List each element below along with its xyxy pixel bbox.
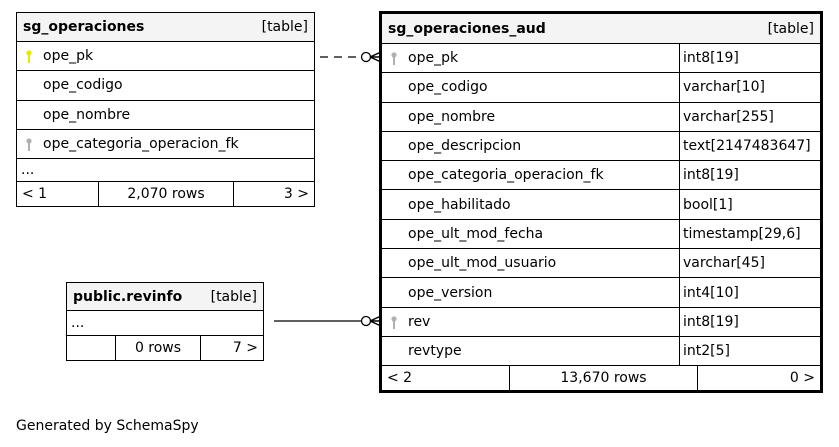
table-header: sg_operaciones_aud [table] (382, 14, 820, 44)
column-name: ope_codigo (43, 77, 123, 94)
relation-ope-pk (320, 51, 382, 63)
parents-count[interactable]: < 2 (387, 370, 413, 387)
table-sg-operaciones-aud[interactable]: sg_operaciones_aud [table] ope_pk int8[19]… (379, 11, 823, 394)
column-row[interactable]: rev int8[19] (382, 307, 820, 337)
column-row[interactable]: ope_pk (17, 42, 314, 72)
column-type: timestamp[29,6] (679, 219, 820, 249)
children-count[interactable]: 3 > (233, 182, 314, 207)
row-count: 13,670 rows (509, 366, 697, 391)
column-type: int2[5] (679, 336, 820, 366)
column-row[interactable]: ope_nombre (17, 101, 314, 130)
more-columns: ... (17, 159, 314, 183)
table-header: public.revinfo [table] (67, 283, 263, 311)
column-type: bool[1] (679, 190, 820, 219)
column-name: ope_categoria_operacion_fk (43, 136, 239, 153)
column-name-cell: rev (382, 308, 679, 336)
column-name: ope_nombre (408, 108, 496, 125)
column-type: text[2147483647] (679, 131, 820, 161)
column-name: ope_categoria_operacion_fk (408, 167, 604, 184)
table-kind: [table] (261, 19, 308, 35)
column-row[interactable]: ope_codigo varchar[10] (382, 73, 820, 103)
column-row[interactable]: revtype int2[5] (382, 336, 820, 367)
column-name-cell: ope_descripcion (382, 132, 679, 160)
row-count: 2,070 rows (98, 182, 233, 207)
column-type: int8[19] (679, 161, 820, 190)
column-row[interactable]: ope_descripcion text[2147483647] (382, 131, 820, 162)
generated-by-label: Generated by SchemaSpy (16, 418, 199, 434)
column-name: ope_ult_mod_fecha (408, 225, 544, 242)
column-name-cell: ope_nombre (382, 103, 679, 131)
column-type: varchar[45] (679, 249, 820, 278)
table-footer: < 2 13,670 rows 0 > (382, 366, 820, 391)
column-name-cell: ope_codigo (382, 73, 679, 101)
column-type: int8[19] (679, 307, 820, 336)
column-name: ope_descripcion (408, 138, 522, 155)
column-name: ope_pk (43, 48, 94, 65)
column-name-cell: ope_habilitado (382, 190, 679, 218)
column-name-cell: ope_codigo (17, 71, 314, 99)
column-name-cell: revtype (382, 337, 679, 365)
table-kind: [table] (767, 20, 814, 37)
column-name-cell: ope_categoria_operacion_fk (382, 161, 679, 189)
column-name-cell: ope_ult_mod_fecha (382, 220, 679, 248)
table-title: sg_operaciones_aud (388, 20, 546, 37)
column-row[interactable]: ope_ult_mod_fecha timestamp[29,6] (382, 219, 820, 250)
column-name: ope_codigo (408, 79, 488, 96)
table-title: public.revinfo (73, 288, 183, 305)
parents-count[interactable] (67, 336, 115, 360)
column-row[interactable]: ope_habilitado bool[1] (382, 190, 820, 220)
column-type: varchar[10] (679, 73, 820, 102)
table-footer: < 1 2,070 rows 3 > (17, 182, 314, 207)
column-name: ope_habilitado (408, 196, 511, 213)
column-row[interactable]: ope_ult_mod_usuario varchar[45] (382, 249, 820, 279)
more-columns: ... (67, 311, 263, 336)
children-count[interactable]: 0 > (697, 366, 820, 391)
column-name: ope_version (408, 284, 493, 301)
relation-rev (274, 315, 382, 327)
column-row[interactable]: ope_version int4[10] (382, 278, 820, 308)
column-row[interactable]: ope_nombre varchar[255] (382, 102, 820, 132)
column-row[interactable]: ope_categoria_operacion_fk int8[19] (382, 161, 820, 191)
column-type: int4[10] (679, 278, 820, 307)
column-name: ope_ult_mod_usuario (408, 255, 557, 272)
row-count: 0 rows (115, 336, 200, 360)
column-name-cell: ope_categoria_operacion_fk (17, 130, 314, 158)
table-header: sg_operaciones [table] (17, 13, 314, 42)
column-name: ope_nombre (43, 106, 131, 123)
table-footer: 0 rows 7 > (67, 336, 263, 360)
column-name-cell: ope_ult_mod_usuario (382, 249, 679, 277)
column-name-cell: ope_nombre (17, 101, 314, 129)
table-kind: [table] (210, 288, 257, 305)
parents-count[interactable]: < 1 (22, 186, 48, 203)
table-title: sg_operaciones (23, 19, 145, 35)
column-name-cell: ope_pk (382, 44, 679, 72)
column-name-cell: ope_pk (17, 42, 314, 70)
column-name: revtype (408, 343, 462, 360)
table-public-revinfo[interactable]: public.revinfo [table] ... 0 rows 7 > (66, 282, 264, 361)
column-name-cell: ope_version (382, 278, 679, 306)
column-name: rev (408, 313, 431, 330)
column-type: int8[19] (679, 44, 820, 73)
column-row[interactable]: ope_categoria_operacion_fk (17, 130, 314, 160)
children-count[interactable]: 7 > (200, 336, 263, 360)
column-type: varchar[255] (679, 102, 820, 131)
column-row[interactable]: ope_codigo (17, 71, 314, 101)
column-name: ope_pk (408, 50, 459, 67)
column-row[interactable]: ope_pk int8[19] (382, 44, 820, 74)
